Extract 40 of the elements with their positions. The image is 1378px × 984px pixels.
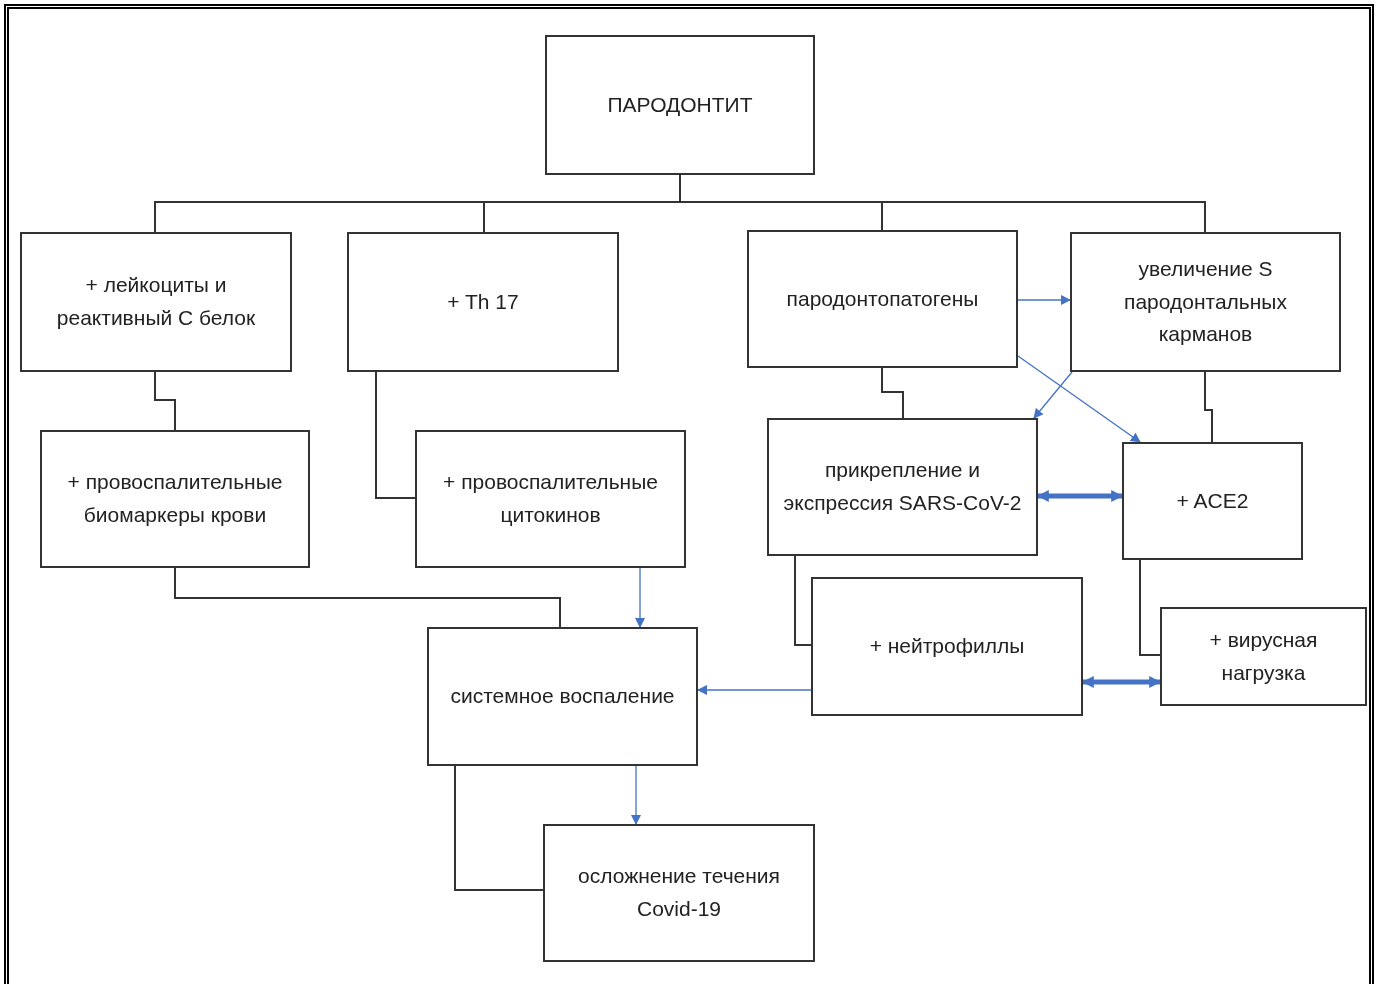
process-box <box>1122 442 1303 560</box>
process-box <box>415 430 686 568</box>
process-box <box>747 230 1018 368</box>
process-box <box>347 232 619 372</box>
box-text: системное воспаление <box>450 683 675 710</box>
box-text: прикрепление и экспрессия SARS-CoV-2 <box>782 457 1023 516</box>
process-box <box>543 824 815 962</box>
connector-line <box>1139 559 1161 656</box>
box-text: + вирусная нагрузка <box>1208 626 1319 686</box>
connector-line <box>881 367 904 419</box>
box-text: + ACE2 <box>1176 487 1249 514</box>
arrow <box>1017 355 1141 443</box>
arrow <box>1017 295 1071 305</box>
box-text: ПАРОДОНТИТ <box>607 91 753 118</box>
process-box <box>1070 232 1341 372</box>
box-text: пародонтопатогены <box>786 285 979 312</box>
box-text: + провоспалительные биомаркеры крови <box>66 469 284 528</box>
arrow <box>635 567 645 628</box>
box-text: + провоспалительные цитокинов <box>442 469 659 528</box>
process-box <box>545 35 815 175</box>
connector-line <box>454 765 544 891</box>
process-box <box>1160 607 1367 706</box>
process-box <box>40 430 310 568</box>
box-text: + лейкоциты и реактивный С белок <box>55 272 257 331</box>
connector-line <box>794 555 812 646</box>
box-text: + Th 17 <box>447 288 519 315</box>
process-box <box>427 627 698 766</box>
arrow <box>697 685 812 695</box>
connector-line <box>154 371 176 431</box>
box-text: осложнение течения Covid-19 <box>577 863 781 922</box>
process-box <box>811 577 1083 716</box>
connector-line <box>1204 371 1213 443</box>
box-text: + нейтрофиллы <box>869 633 1025 660</box>
box-text: увеличение S пародонтальных карманов <box>1123 256 1288 348</box>
connector-line <box>375 371 416 499</box>
process-box <box>20 232 292 372</box>
arrow <box>631 765 641 825</box>
connector-line <box>174 567 561 628</box>
arrow <box>1033 371 1073 419</box>
process-box <box>767 418 1038 556</box>
